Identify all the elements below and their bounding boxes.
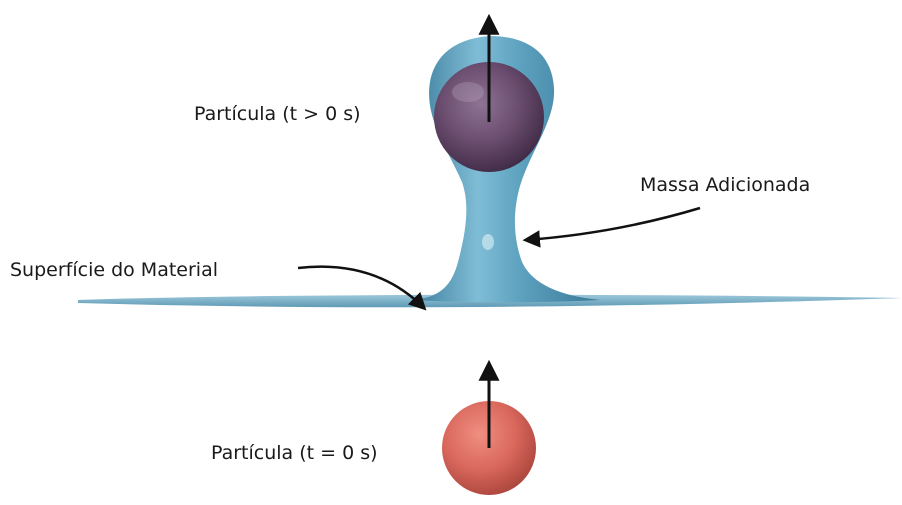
label-material-surface: Superfície do Material [10,259,218,281]
neck-highlight [482,234,494,250]
label-particle-top: Partícula (t > 0 s) [194,103,361,125]
added-mass-pointer-arrow [522,206,701,248]
label-added-mass: Massa Adicionada [640,174,811,196]
label-particle-bottom: Partícula (t = 0 s) [211,442,378,464]
surface-pointer-arrow [297,265,427,311]
particle-top-highlight [452,82,484,102]
